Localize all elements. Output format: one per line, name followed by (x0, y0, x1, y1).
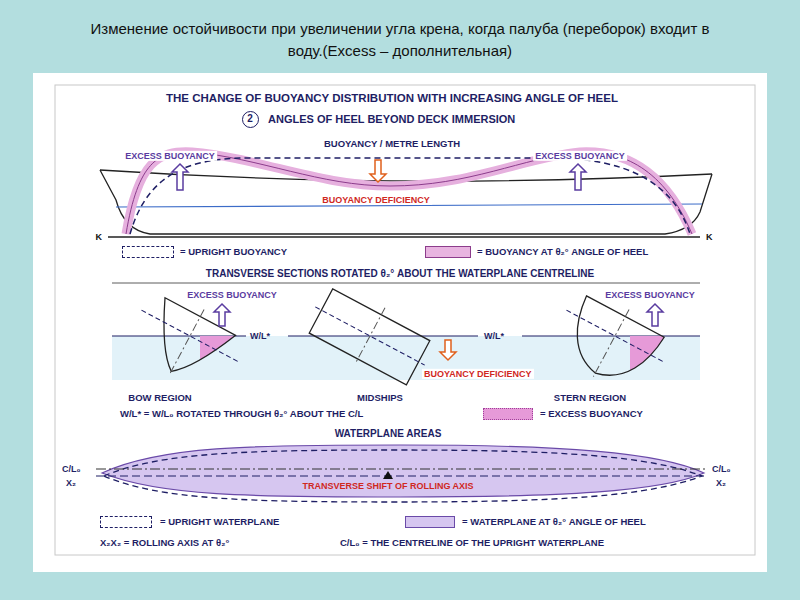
callout-circle: 2 (242, 111, 259, 128)
bow-section (121, 284, 253, 401)
legend-text: = BUOYANCY AT θ₂° ANGLE OF HEEL (477, 247, 648, 258)
legend-swatch (122, 246, 174, 258)
page-title: Изменение остойчивости при увеличении уг… (80, 18, 720, 62)
centreline (355, 308, 385, 365)
note: W/L* = W/L₀ ROTATED THROUGH θ₂° ABOUT TH… (120, 409, 363, 420)
upright-waterline (315, 307, 424, 365)
panel-heading: TRANSVERSE SECTIONS ROTATED θ₂° ABOUT TH… (206, 268, 594, 280)
callout-number: 2 (247, 114, 253, 124)
section-outline (556, 296, 664, 394)
legend-swatch (483, 408, 533, 420)
frame (55, 85, 755, 555)
legend-text: = WATERPLANE AT θ₂° ANGLE OF HEEL (462, 517, 646, 528)
legend-text: = UPRIGHT BUOYANCY (180, 247, 287, 258)
legend-text: = UPRIGHT WATERPLANE (160, 517, 279, 528)
excess-area (200, 336, 260, 396)
keel-mark: K (94, 232, 105, 242)
shift-label: TRANSVERSE SHIFT OF ROLLING AXIS (302, 481, 473, 491)
excess-label: EXCESS BUOYANCY (533, 151, 627, 161)
centreline (96, 476, 708, 477)
stern-section (545, 284, 678, 403)
deck-line (100, 170, 712, 181)
panel-heading: WATERPLANE AREAS (335, 428, 442, 440)
hull-profile (100, 170, 712, 234)
excess-label: EXCESS BUOYANCY (123, 151, 217, 161)
excess-label: EXCESS BUOYANCY (185, 290, 279, 300)
waterline-label: W/L* (250, 331, 270, 341)
axis-label: C/L₀ (62, 464, 81, 474)
sub-heading: ANGLES OF HEEL BEYOND DECK IMMERSION (268, 113, 515, 126)
panel (33, 73, 767, 572)
excess-label: EXCESS BUOYANCY (603, 290, 697, 300)
shift-arrow (383, 471, 393, 479)
main-heading: THE CHANGE OF BUOYANCY DISTRIBUTION WITH… (166, 92, 618, 105)
centreline (593, 310, 629, 377)
legend-swatch (100, 516, 152, 528)
note: X₂X₂ = ROLLING AXIS AT θ₂° (100, 538, 229, 549)
section-outline (136, 298, 236, 390)
heeled-buoyancy-curve (126, 152, 692, 234)
upright-waterline (566, 310, 663, 362)
up-arrow (214, 304, 230, 326)
legend-swatch (425, 246, 471, 258)
up-arrow (172, 164, 188, 190)
waterline (522, 335, 700, 336)
region-label: STERN REGION (554, 393, 626, 404)
down-arrow (440, 340, 456, 360)
down-arrow (370, 160, 386, 182)
deficiency-label: BUOYANCY DEFICIENCY (320, 195, 432, 205)
up-arrow (647, 304, 663, 326)
heeled-waterplane (102, 445, 704, 497)
region-label: BOW REGION (128, 393, 191, 404)
rolling-axis (96, 469, 708, 470)
up-arrow (570, 164, 586, 190)
region-label: MIDSHIPS (357, 393, 403, 404)
rule (112, 283, 700, 284)
section-outline (309, 289, 430, 385)
waterline-label: W/L* (484, 331, 504, 341)
legend-swatch (405, 516, 455, 528)
axis-label: X₂ (716, 478, 726, 488)
axis-label: X₂ (66, 478, 76, 488)
keel-mark: K (704, 232, 715, 242)
legend-text: = EXCESS BUOYANCY (540, 409, 643, 420)
note: C/L₀ = THE CENTRELINE OF THE UPRIGHT WAT… (340, 538, 604, 549)
centreline (169, 310, 204, 375)
keel-line (108, 236, 700, 238)
axis-label: C/L₀ (712, 464, 731, 474)
panel-heading: BUOYANCY / METRE LENGTH (324, 139, 460, 150)
midship-section (300, 279, 440, 394)
heeled-buoyancy-band (126, 152, 692, 234)
deficiency-label: BUOYANCY DEFICIENCY (422, 369, 534, 379)
upright-buoyancy-curve (130, 158, 690, 234)
